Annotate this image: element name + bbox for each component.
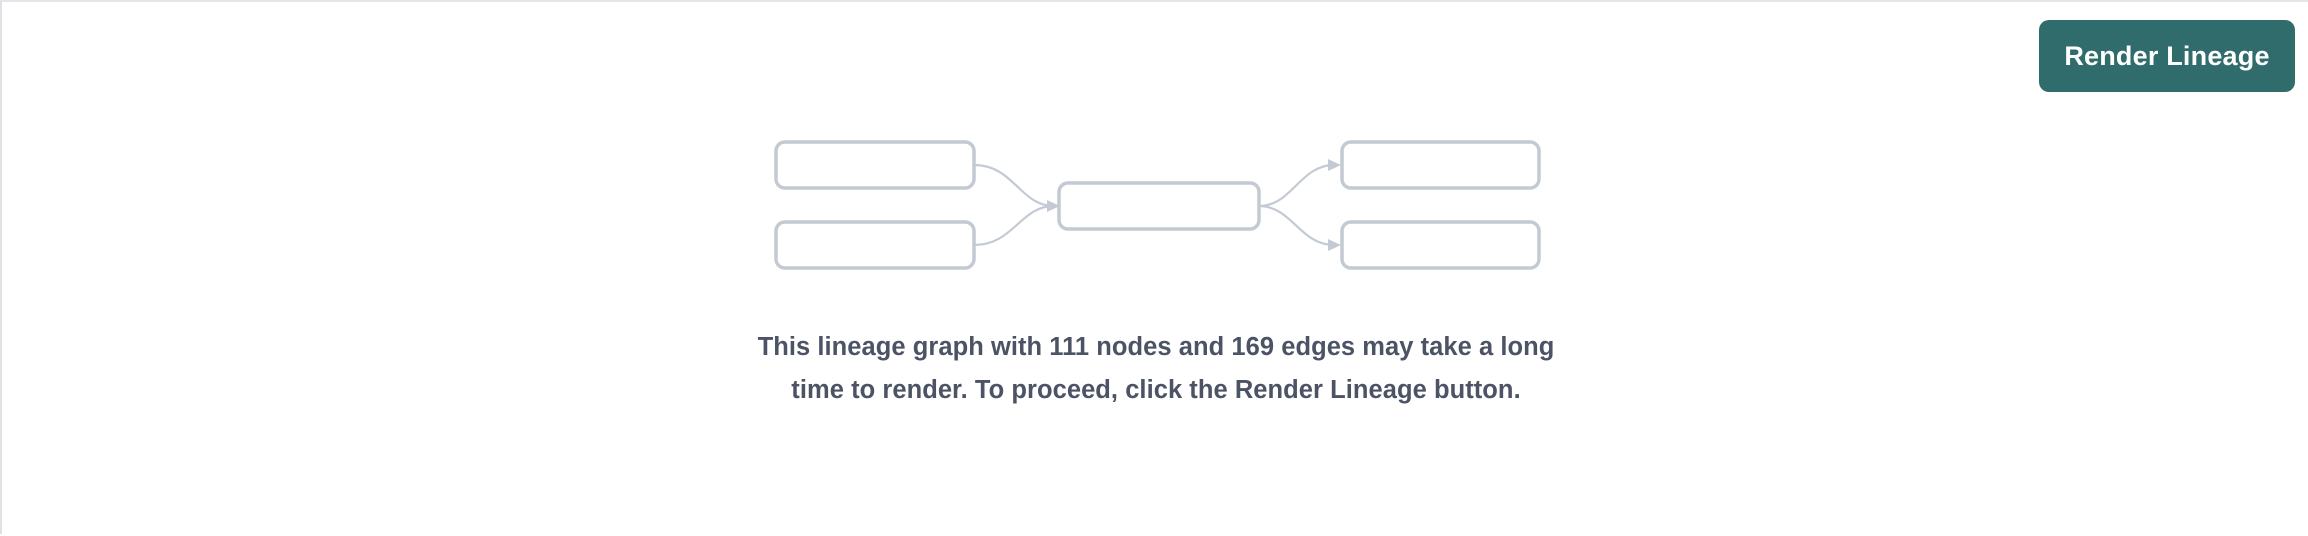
edge-center-to-right-top bbox=[1258, 163, 1335, 208]
edge-left-top-to-center bbox=[973, 163, 1055, 208]
placeholder-node-center bbox=[1057, 181, 1261, 231]
edge-left-bottom-to-center bbox=[973, 204, 1055, 247]
arrowhead-into-right-bottom bbox=[1328, 239, 1341, 251]
placeholder-node-left-bottom bbox=[774, 220, 976, 270]
render-lineage-button[interactable]: Render Lineage bbox=[2039, 20, 2295, 92]
edge-center-to-right-bottom bbox=[1258, 204, 1335, 247]
lineage-placeholder-svg bbox=[774, 140, 1541, 270]
placeholder-node-right-bottom bbox=[1340, 220, 1541, 270]
lineage-warning-message: This lineage graph with 111 nodes and 16… bbox=[757, 333, 1555, 404]
arrowhead-into-center bbox=[1047, 200, 1060, 212]
arrowhead-into-right-top bbox=[1328, 159, 1341, 171]
placeholder-node-left-top bbox=[774, 140, 976, 190]
placeholder-node-right-top bbox=[1340, 140, 1541, 190]
